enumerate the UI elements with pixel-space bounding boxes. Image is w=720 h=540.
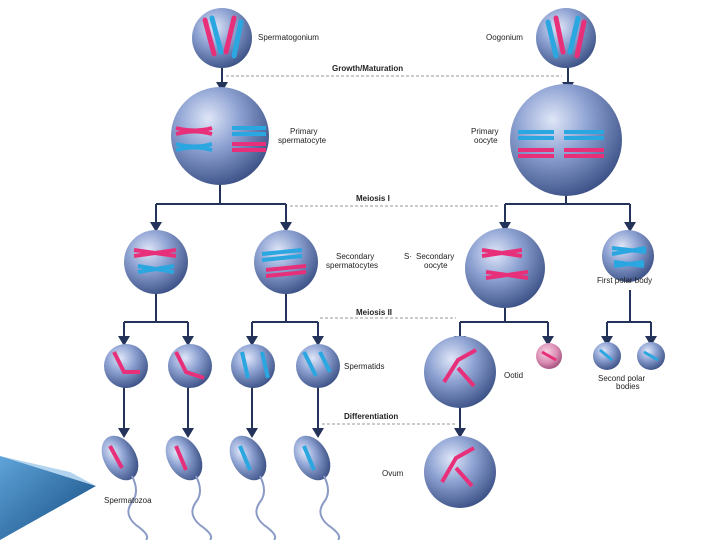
label-secondary-oocyte-2: oocyte [424, 261, 448, 270]
label-spermatids: Spermatids [344, 362, 385, 371]
cell-ovum [424, 436, 496, 508]
label-primary-oocyte-1: Primary [471, 127, 499, 136]
stage-growth: Growth/Maturation [332, 64, 404, 73]
spermatozoon-3 [229, 435, 277, 540]
label-first-polar-body: First polar body [597, 276, 653, 285]
label-oogonium: Oogonium [486, 33, 523, 42]
label-ovum: Ovum [382, 469, 404, 478]
cell-oogonium [536, 8, 596, 68]
cell-spermatogonium [192, 8, 252, 68]
stage-differentiation: Differentiation [344, 412, 399, 421]
label-primary-spermatocyte-2: spermatocyte [278, 136, 327, 145]
spermatozoon-4 [293, 435, 341, 540]
cell-spermatid-4 [296, 344, 340, 388]
cell-first-polar-body [602, 230, 654, 282]
spermatozoon-1 [101, 435, 149, 540]
corner-decoration [0, 456, 96, 540]
label-primary-spermatocyte-1: Primary [290, 127, 318, 136]
stage-meiosis1: Meiosis I [356, 194, 390, 203]
cell-spermatid-3 [231, 344, 275, 388]
cell-primary-oocyte [510, 84, 622, 196]
cell-ootid [424, 336, 496, 408]
spermatozoon-2 [165, 435, 213, 540]
connector-lines [123, 64, 652, 432]
stage-dashed-lines [226, 75, 562, 425]
stage-meiosis2: Meiosis II [356, 308, 393, 317]
label-secondary-oocyte-prefix: S· [404, 252, 412, 261]
label-spermatogonium: Spermatogonium [258, 33, 319, 42]
label-secondary-spermatocytes-2: spermatocytes [326, 261, 379, 270]
cell-second-polar-body-1 [593, 342, 621, 370]
cell-ootid-polar [536, 343, 562, 369]
cell-primary-spermatocyte [171, 87, 269, 185]
cell-second-polar-body-2 [637, 342, 665, 370]
label-second-polar-1: Second polar [598, 374, 646, 383]
label-secondary-spermatocytes-1: Secondary [336, 252, 375, 261]
cell-secondary-spermatocyte-2 [254, 230, 318, 294]
cell-secondary-spermatocyte-1 [124, 230, 188, 294]
label-secondary-oocyte-1: Secondary [416, 252, 455, 261]
label-ootid: Ootid [504, 371, 524, 380]
label-second-polar-2: bodies [616, 382, 640, 391]
cell-spermatid-1 [104, 344, 148, 388]
cell-spermatid-2 [168, 344, 212, 388]
label-spermatozoa: Spermatozoa [104, 496, 152, 505]
left-margin [0, 0, 92, 540]
label-primary-oocyte-2: oocyte [474, 136, 498, 145]
cell-secondary-oocyte [465, 228, 545, 308]
